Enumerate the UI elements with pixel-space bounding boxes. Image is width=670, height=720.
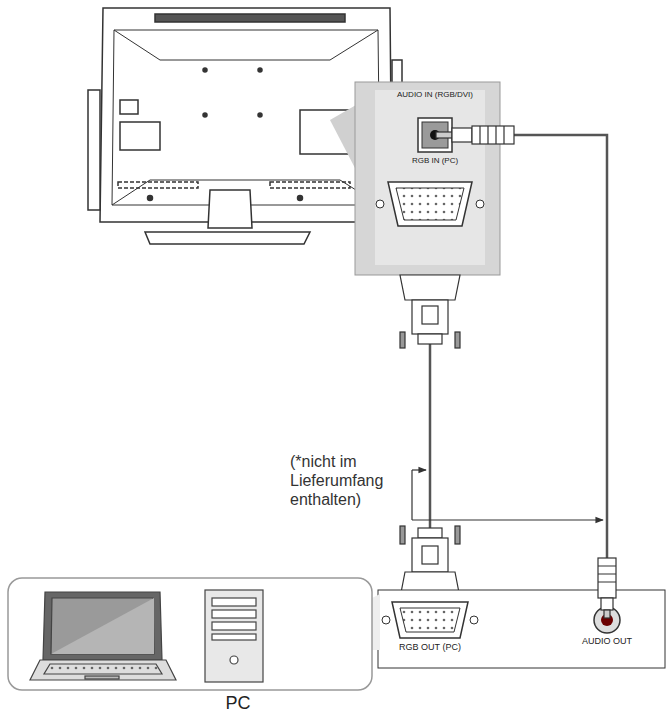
input-panel: AUDIO IN (RGB/DVI) RGB IN (PC): [355, 82, 500, 275]
port-label: RGB IN (PC): [390, 156, 480, 165]
port-label: AUDIO OUT: [562, 636, 652, 646]
laptop: [30, 592, 176, 680]
note-text: (*nicht im Lieferumfang enthalten): [290, 452, 408, 510]
tower: [205, 590, 263, 682]
port-label: RGB OUT (PC): [380, 642, 480, 652]
pc-box: PC: [8, 578, 372, 690]
port-label: PC: [208, 693, 268, 714]
port-label: AUDIO IN (RGB/DVI): [390, 90, 480, 99]
cable: [500, 135, 607, 590]
output-panel: RGB OUT (PC) AUDIO OUT: [378, 590, 665, 668]
note-bracket: [412, 470, 603, 520]
